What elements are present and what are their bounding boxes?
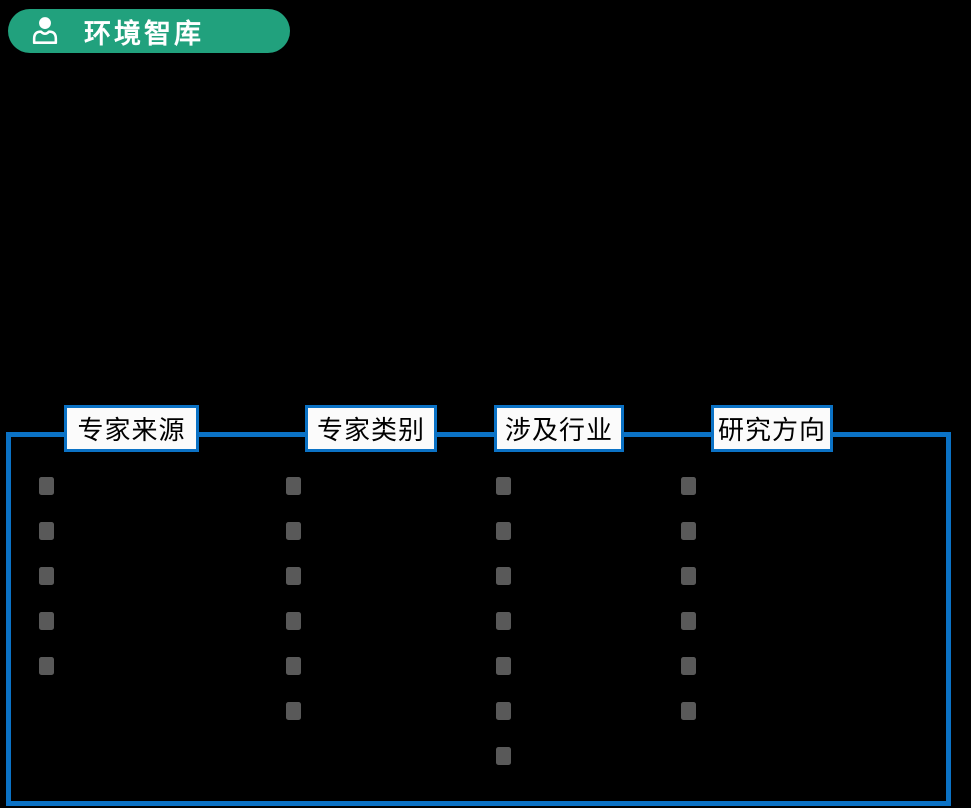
bullet-list-expert-category: [286, 477, 301, 747]
list-bullet: [681, 657, 696, 675]
list-bullet: [681, 477, 696, 495]
list-bullet: [496, 477, 511, 495]
list-bullet: [496, 702, 511, 720]
list-bullet: [39, 612, 54, 630]
list-bullet: [286, 567, 301, 585]
list-bullet: [286, 612, 301, 630]
list-bullet: [496, 747, 511, 765]
list-bullet: [496, 567, 511, 585]
list-bullet: [286, 522, 301, 540]
think-tank-badge: 环境智库: [8, 9, 290, 53]
list-bullet: [496, 522, 511, 540]
list-bullet: [39, 522, 54, 540]
list-bullet: [39, 567, 54, 585]
column-header-expert-source: 专家来源: [64, 405, 199, 452]
list-bullet: [286, 477, 301, 495]
list-bullet: [39, 477, 54, 495]
bullet-list-research-direction: [681, 477, 696, 747]
list-bullet: [496, 612, 511, 630]
expert-categories-panel: [6, 432, 951, 806]
column-header-research-direction: 研究方向: [711, 405, 833, 452]
list-bullet: [681, 612, 696, 630]
bullet-list-expert-source: [39, 477, 54, 702]
list-bullet: [681, 567, 696, 585]
list-bullet: [286, 702, 301, 720]
list-bullet: [496, 657, 511, 675]
person-icon: [28, 14, 62, 48]
column-header-industries: 涉及行业: [494, 405, 624, 452]
bullet-list-industries: [496, 477, 511, 792]
badge-label: 环境智库: [84, 18, 204, 49]
list-bullet: [681, 522, 696, 540]
list-bullet: [681, 702, 696, 720]
column-header-expert-category: 专家类别: [305, 405, 437, 452]
list-bullet: [39, 657, 54, 675]
list-bullet: [286, 657, 301, 675]
